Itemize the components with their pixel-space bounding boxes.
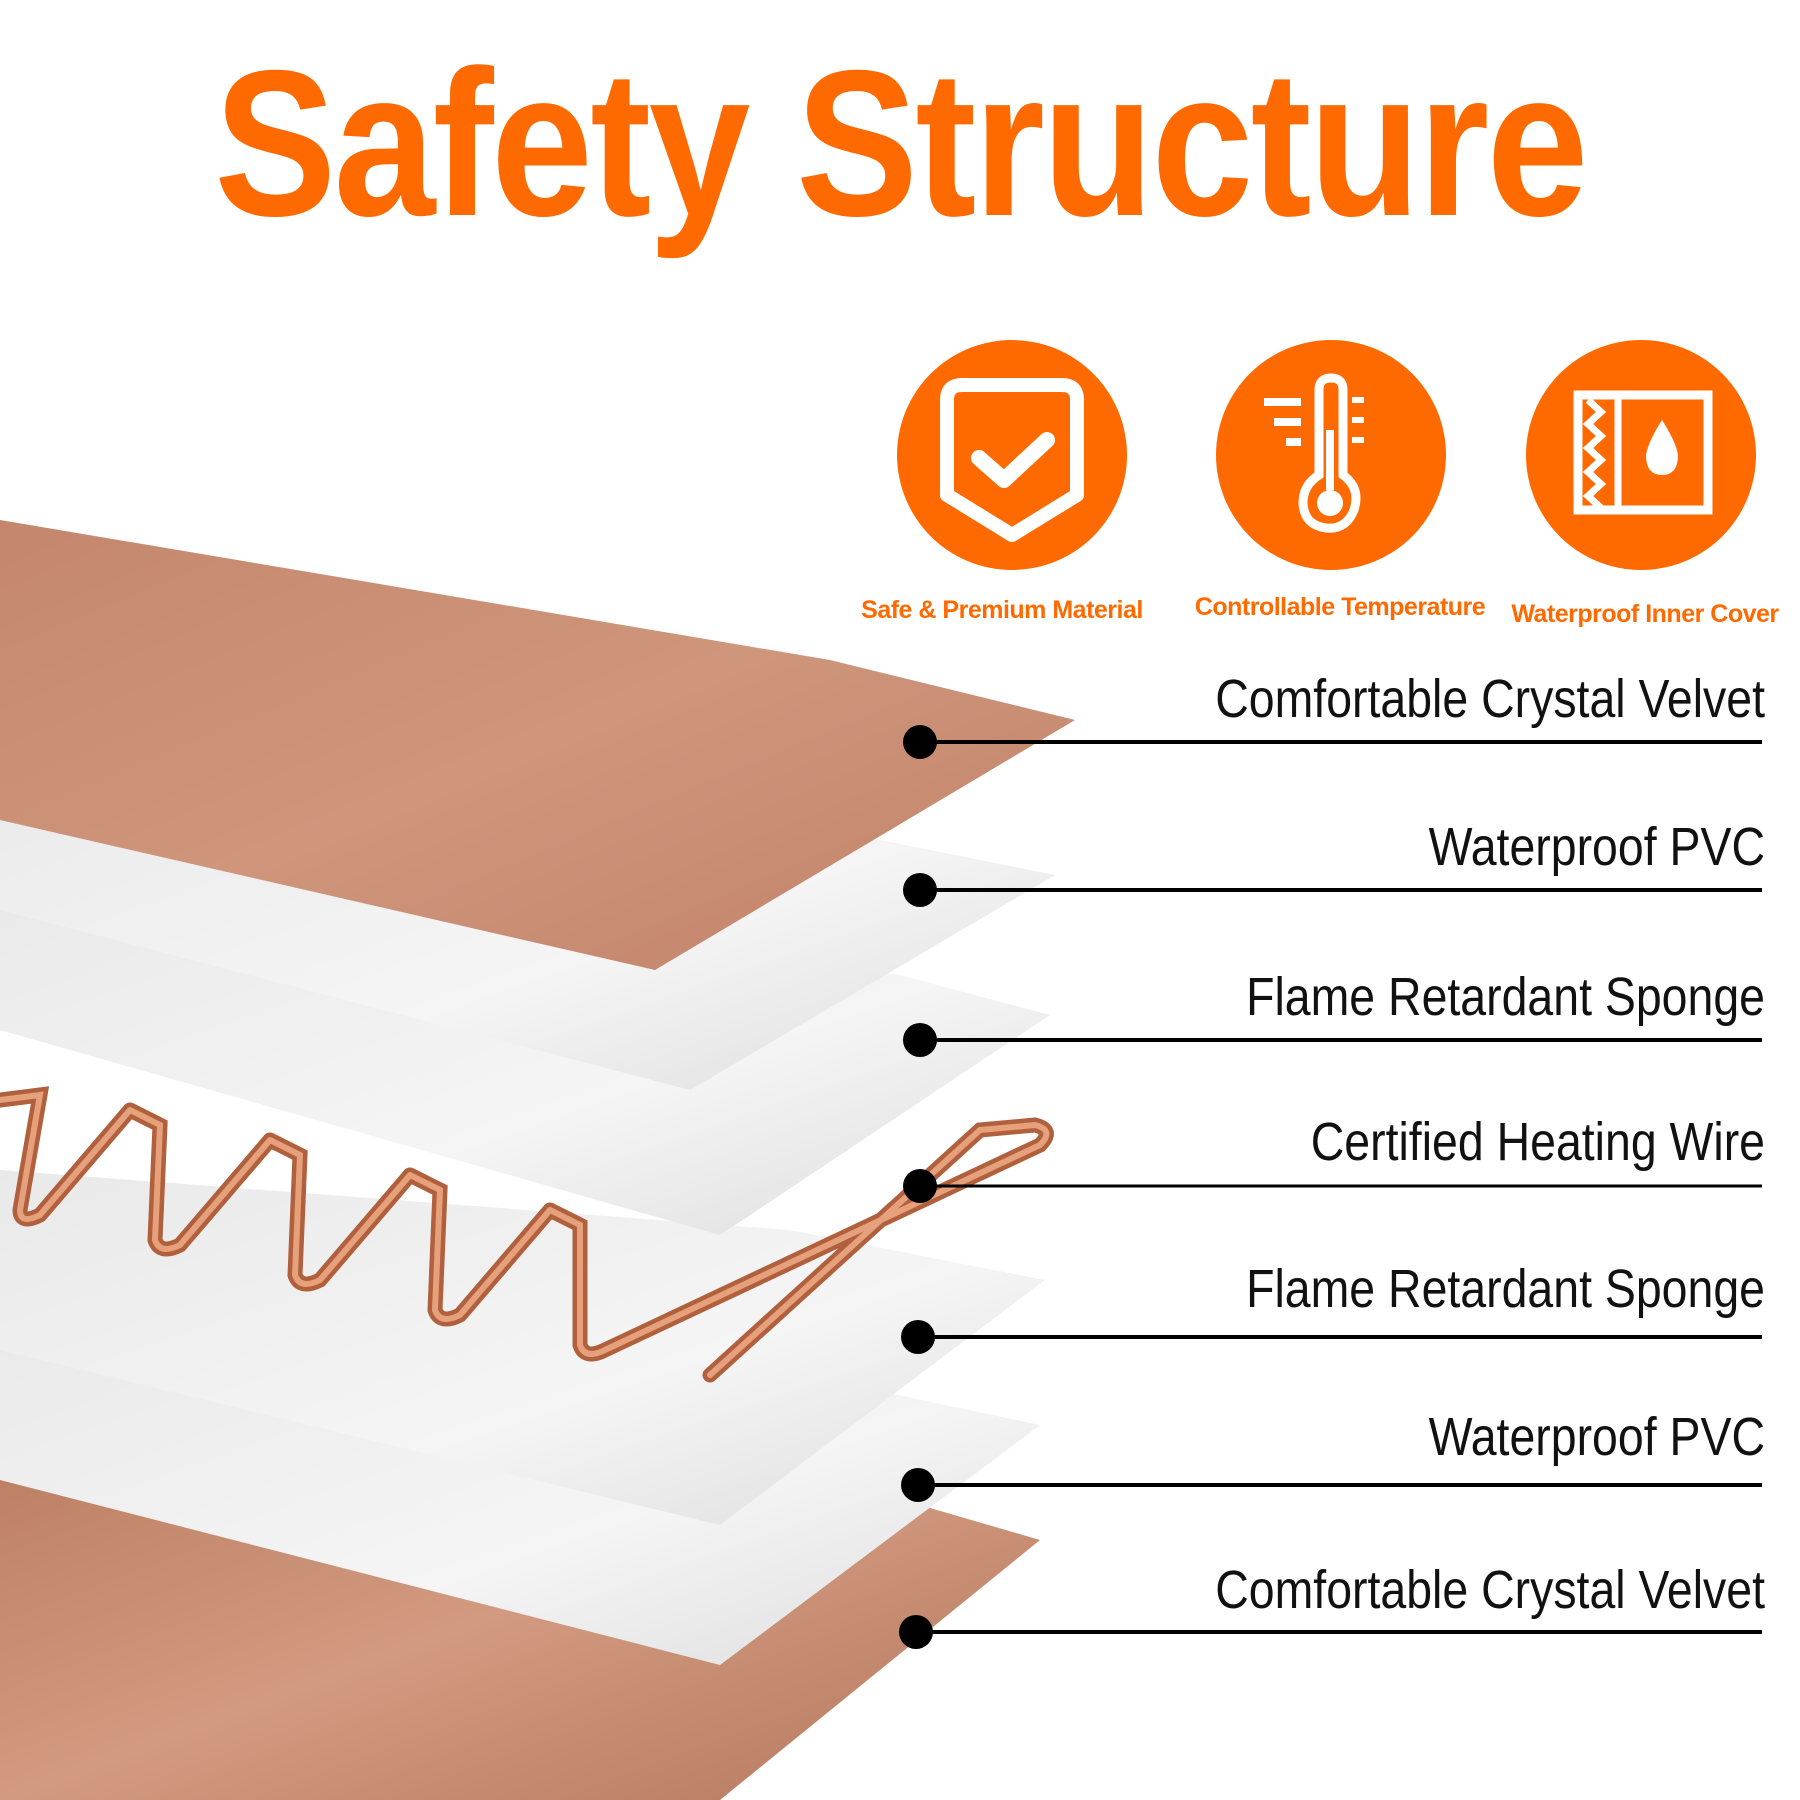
shield-check-icon (897, 340, 1127, 570)
layer-label-velvet-top: Comfortable Crystal Velvet (1215, 669, 1765, 729)
layer-label-velvet-bottom: Comfortable Crystal Velvet (1215, 1560, 1765, 1620)
badge-controllable-temperature (1216, 340, 1446, 570)
layer-label-pvc-bottom: Waterproof PVC (1428, 1407, 1765, 1467)
badge-waterproof-cover (1526, 340, 1756, 570)
layer-velvet-top (0, 520, 1075, 970)
badge-label-waterproof-cover: Waterproof Inner Cover (1511, 600, 1779, 628)
leader-dot (903, 873, 937, 907)
layer-label-pvc-top: Waterproof PVC (1428, 817, 1765, 877)
leader-dot (899, 1615, 933, 1649)
heating-wire (0, 1086, 1054, 1383)
thermometer-icon (1216, 340, 1446, 570)
leader-dot (903, 725, 937, 759)
waterproof-cover-icon (1526, 340, 1756, 570)
badge-label-controllable-temperature: Controllable Temperature (1194, 593, 1486, 621)
layer-label-sponge-top: Flame Retardant Sponge (1246, 967, 1765, 1027)
layer-label-heating-wire: Certified Heating Wire (1310, 1112, 1765, 1172)
leader-dot (901, 1320, 935, 1354)
leader-dot (903, 1169, 937, 1203)
badge-safe-material (897, 340, 1127, 570)
leader-dot (901, 1468, 935, 1502)
leader-dot (903, 1023, 937, 1057)
badge-label-safe-material: Safe & Premium Material (861, 596, 1143, 624)
layer-label-sponge-bottom: Flame Retardant Sponge (1246, 1259, 1765, 1319)
page-title: Safety Structure (214, 28, 1588, 260)
